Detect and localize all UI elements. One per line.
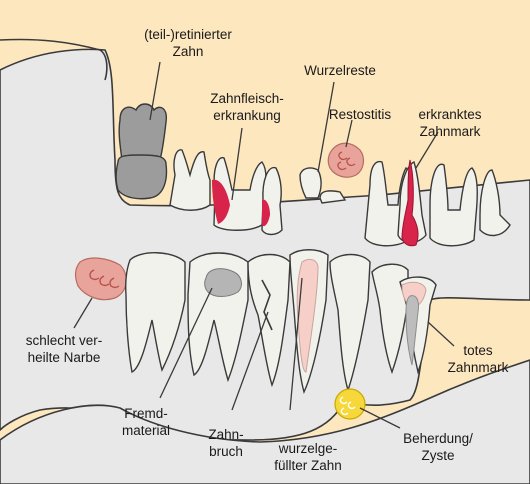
cyst-circle — [335, 389, 365, 419]
impacted-tooth — [116, 104, 166, 199]
residual-ostitis-patch — [328, 143, 363, 177]
